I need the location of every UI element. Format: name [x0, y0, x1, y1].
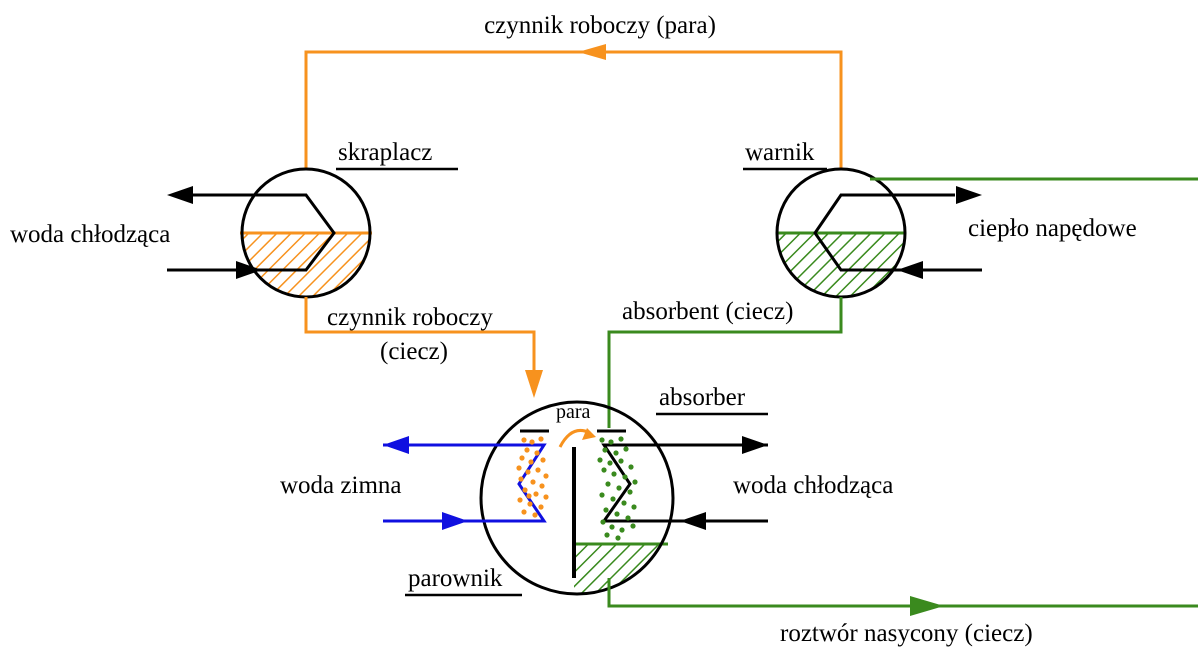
absorbent-liquid-label: absorbent (ciecz) — [622, 298, 793, 325]
cooling-water-out-arrow-icon — [167, 186, 193, 204]
cold-water-label: woda zimna — [280, 472, 401, 499]
refrigerant-droplets — [516, 436, 549, 518]
generator-label: warnik — [745, 139, 815, 166]
vapor-flow-arrow-icon — [582, 428, 596, 440]
cooling-water-top-label: woda chłodząca — [10, 221, 170, 248]
driving-heat-label: ciepło napędowe — [968, 215, 1137, 242]
cooling-water-bottom-label: woda chłodząca — [733, 472, 893, 499]
condenser — [167, 167, 543, 398]
condenser-label: skraplacz — [338, 139, 432, 166]
refrigerant-vapor-line — [304, 44, 843, 169]
saturated-solution-arrow-icon — [910, 596, 944, 616]
refrigerant-flow-arrow-icon — [525, 370, 543, 398]
driving-heat-out-arrow-icon — [956, 186, 982, 204]
cooling-water-in-arrow-icon-bottom — [680, 512, 706, 530]
refrigerant-liquid-label-1: czynnik roboczy — [327, 304, 493, 331]
driving-heat-in-arrow-icon — [897, 261, 923, 279]
absorber-label: absorber — [659, 384, 746, 411]
cold-water-out-arrow-icon — [383, 436, 409, 454]
flow-arrow-icon — [578, 44, 606, 60]
absorbent-droplets — [597, 436, 638, 541]
vapor-line-label: czynnik roboczy (para) — [484, 12, 716, 39]
cooling-water-out-arrow-icon-bottom — [742, 436, 768, 454]
evaporator-label: parownik — [408, 565, 503, 592]
cold-water-in-arrow-icon — [442, 512, 468, 530]
cooling-water-in-arrow-icon — [236, 261, 262, 279]
saturated-solution-label: roztwór nasycony (ciecz) — [780, 620, 1033, 647]
absorber-evaporator-vessel — [383, 400, 1198, 616]
refrigerant-liquid-label-2: (ciecz) — [380, 338, 448, 365]
vapor-label: para — [556, 401, 591, 423]
